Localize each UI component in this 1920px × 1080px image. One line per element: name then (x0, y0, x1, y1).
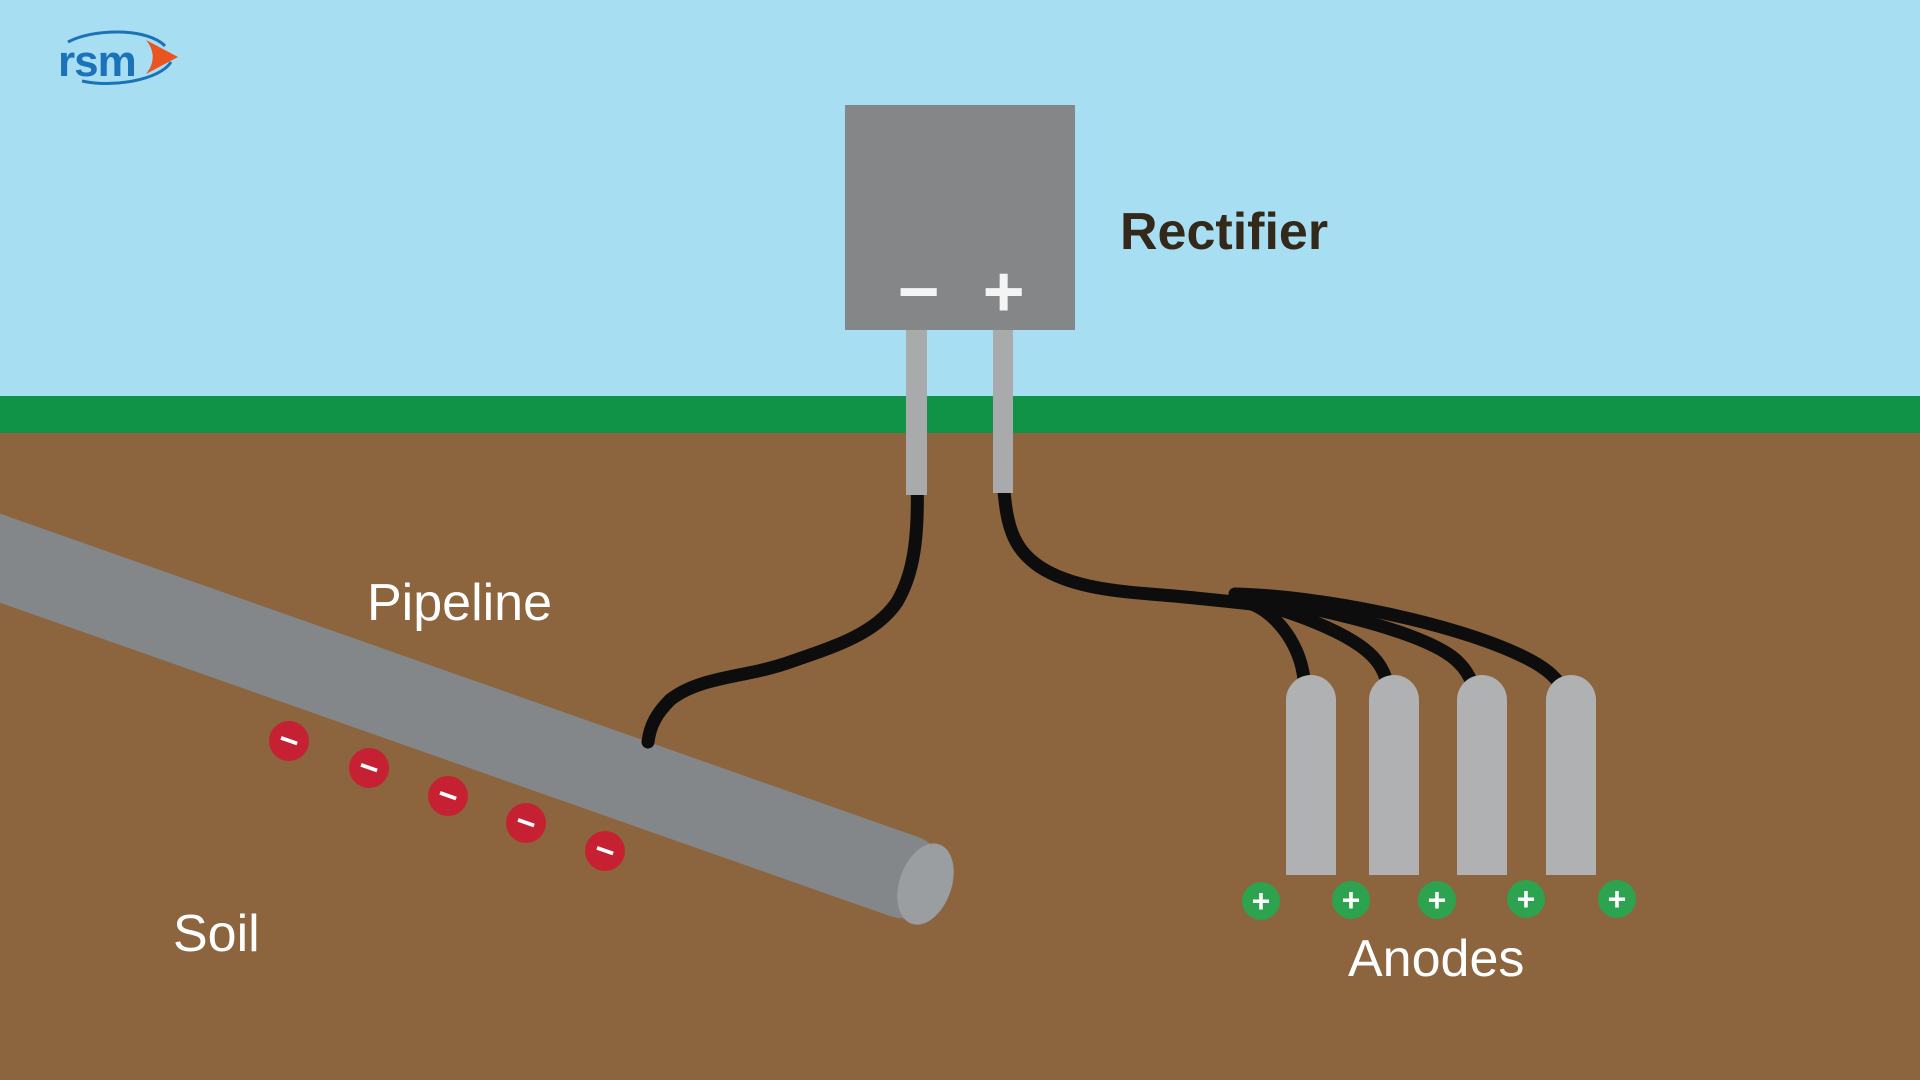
negative-charge-icon: − (349, 747, 389, 789)
rectifier-box: − + (845, 105, 1075, 330)
positive-charge-icon: + (1598, 880, 1636, 918)
anode-rod (1369, 675, 1419, 875)
logo-arrow-icon (146, 40, 178, 74)
anode-rod (1457, 675, 1507, 875)
anode-rod (1286, 675, 1336, 875)
positive-charge-icon: + (1332, 881, 1370, 919)
rectifier-negative-lead (906, 325, 927, 495)
soil-label: Soil (173, 905, 260, 963)
rsm-logo: rsm (58, 30, 178, 86)
negative-charge-icon: − (269, 720, 309, 762)
anodes-label: Anodes (1348, 930, 1525, 988)
negative-charge-icon: − (428, 775, 468, 817)
logo-swoosh-bottom (81, 61, 173, 85)
pipeline-label: Pipeline (367, 574, 553, 632)
logo-swoosh-top (67, 30, 167, 48)
negative-charge-icon: − (585, 830, 625, 872)
grass-strip (0, 396, 1920, 433)
positive-charge-icon: + (1507, 880, 1545, 918)
anode-rod (1546, 675, 1596, 875)
rectifier-positive-lead (993, 325, 1013, 493)
rectifier-label: Rectifier (1120, 203, 1329, 261)
positive-charge-icon: + (1418, 881, 1456, 919)
negative-charge-icon: − (506, 802, 546, 844)
minus-terminal-label: − (897, 251, 940, 332)
plus-terminal-label: + (982, 251, 1025, 332)
soil-region (0, 433, 1920, 1080)
logo-text: rsm (58, 37, 136, 86)
positive-charge-icon: + (1242, 882, 1280, 920)
